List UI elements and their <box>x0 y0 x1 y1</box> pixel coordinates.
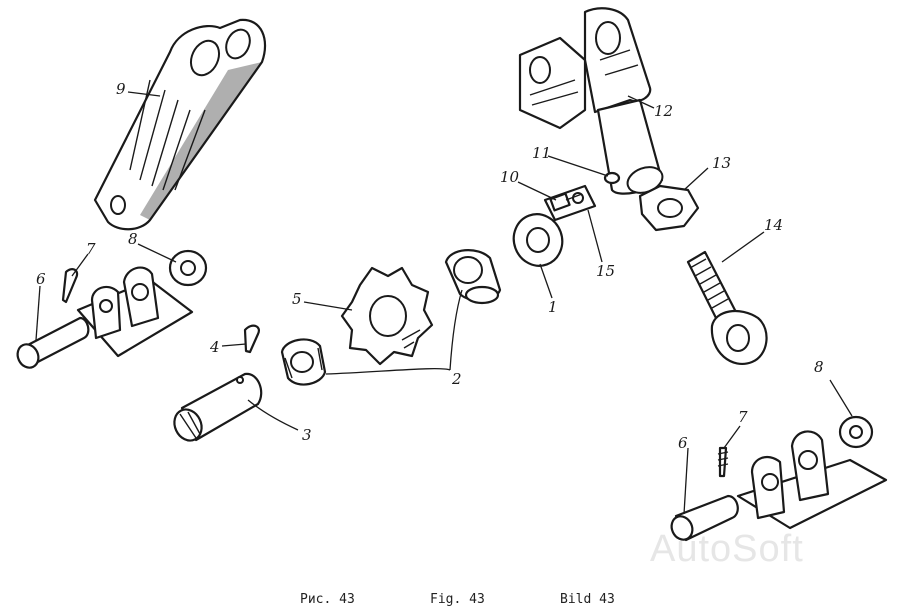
part-13-nut <box>638 184 700 232</box>
part-1-washer <box>512 213 564 267</box>
label-7-right: 7 <box>738 408 748 426</box>
part-2-bushing-left <box>280 338 327 386</box>
label-6-left: 6 <box>36 270 46 288</box>
part-4-cotter-pin <box>243 324 260 354</box>
label-10: 10 <box>500 168 520 186</box>
part-5-sprocket <box>340 266 434 366</box>
label-13: 13 <box>712 154 732 172</box>
label-12: 12 <box>654 102 674 120</box>
label-11: 11 <box>532 144 552 162</box>
part-3-pin <box>173 372 263 442</box>
label-6-right: 6 <box>678 434 688 452</box>
label-14: 14 <box>764 216 784 234</box>
label-3: 3 <box>302 426 312 444</box>
label-2: 2 <box>452 370 462 388</box>
label-5: 5 <box>292 290 302 308</box>
label-8-right: 8 <box>814 358 824 376</box>
part-10-bolt <box>549 192 583 212</box>
part-12-yoke <box>518 7 664 195</box>
label-9: 9 <box>116 80 126 98</box>
label-1: 1 <box>548 298 558 316</box>
label-4: 4 <box>210 338 220 356</box>
caption-ru: Рис. 43 <box>300 592 355 607</box>
part-7-cotter-left <box>61 268 79 304</box>
label-8-left: 8 <box>128 230 138 248</box>
label-15: 15 <box>596 262 616 280</box>
label-7-left: 7 <box>86 240 96 258</box>
part-14-eye-bolt <box>686 250 768 365</box>
part-7-screw-right <box>717 446 729 478</box>
left-bracket <box>76 266 194 358</box>
right-bracket <box>736 430 888 530</box>
part-11-small-washer <box>603 171 621 185</box>
part-2-bushing-right <box>444 249 502 305</box>
caption-de: Bild 43 <box>560 592 615 607</box>
caption-en: Fig. 43 <box>430 592 485 607</box>
leader-lines <box>35 91 853 515</box>
part-6-pin-right <box>670 494 739 542</box>
part-9-lever <box>93 18 267 231</box>
part-6-pin-left <box>16 316 90 369</box>
part-8-washer-left <box>168 249 208 287</box>
part-8-washer-right <box>838 415 874 449</box>
watermark: AutoSoft <box>650 528 804 570</box>
